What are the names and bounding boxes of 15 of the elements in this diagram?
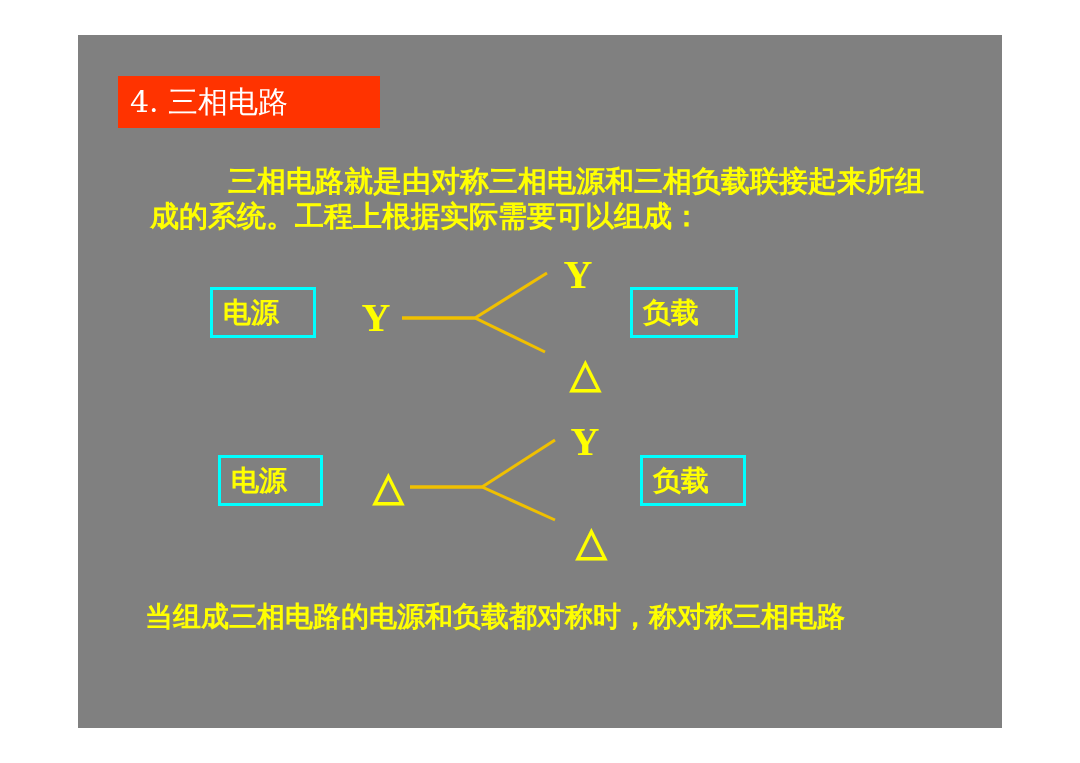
symbol-text: △ xyxy=(571,522,611,564)
connector-line xyxy=(402,316,546,354)
title-banner: 4. 三相电路 xyxy=(118,76,380,128)
node-box: 负载 xyxy=(630,287,738,338)
symbol-text: Y xyxy=(565,422,605,464)
text-paragraph: 当组成三相电路的电源和负载都对称时，称对称三相电路 xyxy=(145,600,846,634)
node-box: 负载 xyxy=(640,455,746,506)
text-paragraph: 三相电路就是由对称三相电源和三相负载联接起来所组成的系统。工程上根据实际需要可以组成： xyxy=(150,164,925,234)
node-box: 电源 xyxy=(210,287,316,338)
symbol-text: Y xyxy=(356,298,396,340)
symbol-text: △ xyxy=(368,467,408,509)
symbol-text: △ xyxy=(565,354,605,396)
symbol-text: Y xyxy=(558,255,598,297)
node-box: 电源 xyxy=(218,455,323,506)
connector-line xyxy=(410,485,556,522)
